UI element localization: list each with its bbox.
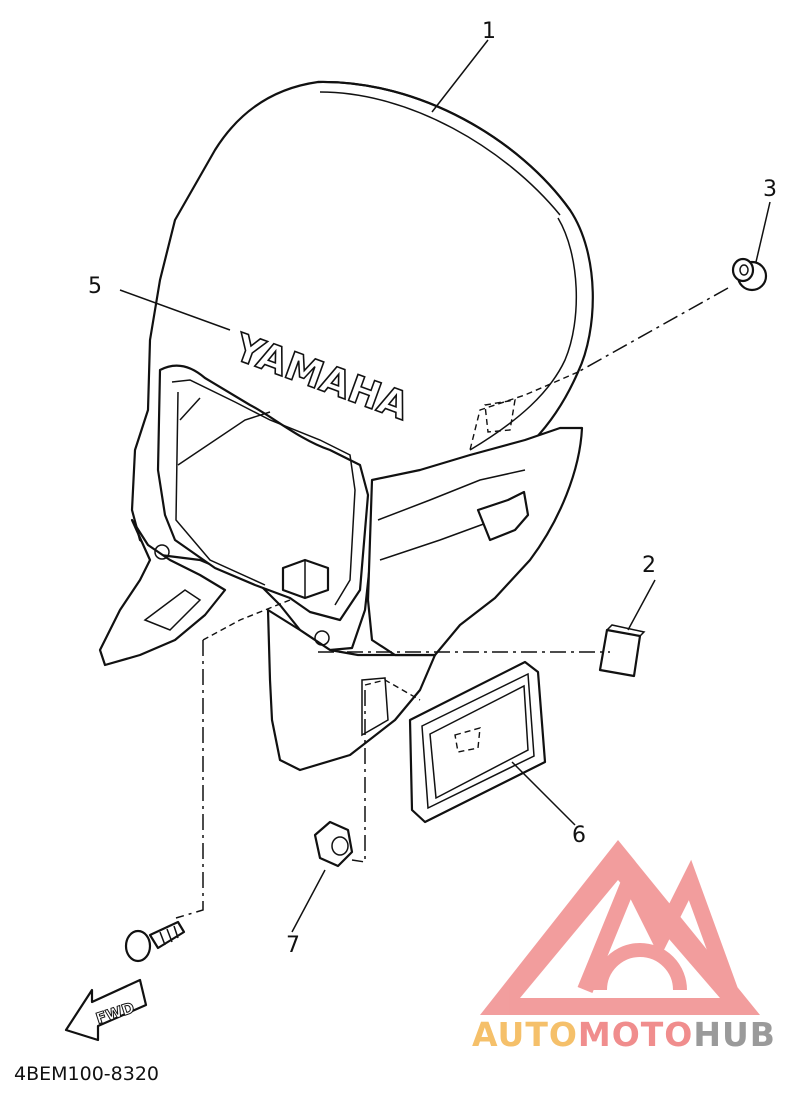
grommet-part (731, 257, 768, 292)
callout-5: 5 (88, 274, 102, 299)
watermark-brand-auto: AUTO (472, 1015, 578, 1054)
part-code: 4BEM100-8320 (14, 1063, 159, 1085)
reflector-part (408, 660, 547, 824)
watermark-logo (480, 840, 760, 1015)
callout-3: 3 (763, 177, 777, 202)
fwd-arrow (64, 978, 148, 1042)
watermark-brand: AUTOMOTOHUB (472, 1015, 776, 1054)
chin-panel (266, 608, 437, 772)
callout-6: 6 (572, 823, 586, 848)
headlight-opening (156, 364, 370, 622)
watermark-brand-moto: MOTO (578, 1015, 693, 1054)
cowling-assembly (98, 80, 594, 772)
callout-1: 1 (482, 19, 496, 44)
screw-part (124, 920, 186, 963)
damper-pad-part (598, 624, 646, 678)
left-side-panel (98, 518, 227, 667)
watermark-brand-hub: HUB (693, 1015, 776, 1054)
right-side-panel (366, 426, 584, 657)
callout-2: 2 (642, 553, 656, 578)
callout-7: 7 (286, 933, 300, 958)
nut-part (313, 820, 354, 868)
